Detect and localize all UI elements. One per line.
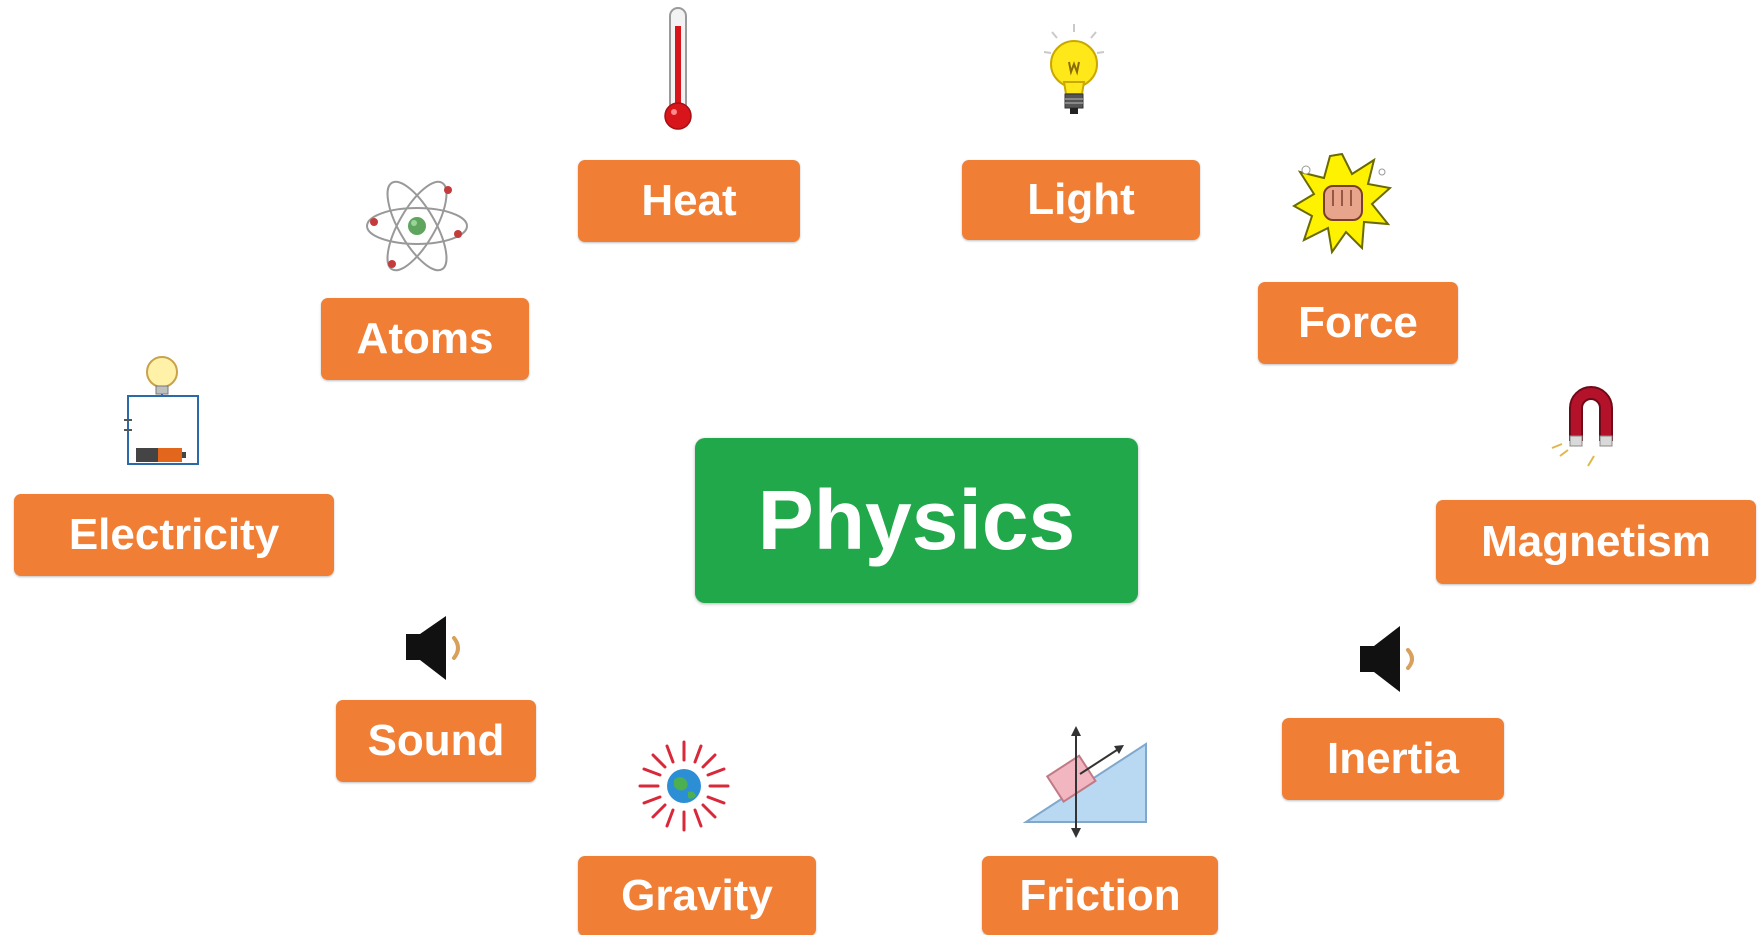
- speaker-icon: [402, 614, 474, 682]
- topic-heat-label: Heat: [641, 176, 737, 225]
- topic-inertia-label: Inertia: [1326, 734, 1460, 783]
- topic-atoms-label: Atoms: [356, 314, 494, 363]
- topic-atoms[interactable]: Atoms: [321, 298, 529, 380]
- thermometer-icon: [656, 6, 700, 132]
- topic-friction[interactable]: Friction: [982, 856, 1218, 935]
- fist-impact-icon: [1292, 152, 1392, 256]
- topic-friction-label: Friction: [1019, 870, 1181, 920]
- circuit-bulb-battery-icon: [120, 352, 206, 470]
- topic-gravity[interactable]: Gravity: [578, 856, 816, 935]
- topic-magnetism-label: Magnetism: [1481, 517, 1711, 566]
- topic-electricity-label: Electricity: [68, 510, 280, 559]
- topic-sound-label: Sound: [367, 716, 505, 765]
- physics-center-node: Physics: [695, 438, 1138, 603]
- speaker-icon: [1356, 624, 1428, 694]
- topic-magnetism[interactable]: Magnetism: [1436, 500, 1756, 584]
- topic-sound[interactable]: Sound: [336, 700, 536, 782]
- inclined-plane-icon: [1020, 722, 1152, 838]
- earth-gravity-icon: [636, 738, 732, 834]
- topic-gravity-label: Gravity: [621, 871, 773, 920]
- atom-icon: [362, 174, 472, 278]
- horseshoe-magnet-icon: [1548, 370, 1634, 470]
- topic-light-label: Light: [1027, 175, 1135, 224]
- topic-force-label: Force: [1298, 298, 1418, 347]
- light-bulb-icon: [1040, 22, 1108, 122]
- topic-electricity[interactable]: Electricity: [14, 494, 334, 576]
- topic-light[interactable]: Light: [962, 160, 1200, 240]
- topic-force[interactable]: Force: [1258, 282, 1458, 364]
- topic-heat[interactable]: Heat: [578, 160, 800, 242]
- topic-inertia[interactable]: Inertia: [1282, 718, 1504, 800]
- center-label: Physics: [757, 473, 1076, 567]
